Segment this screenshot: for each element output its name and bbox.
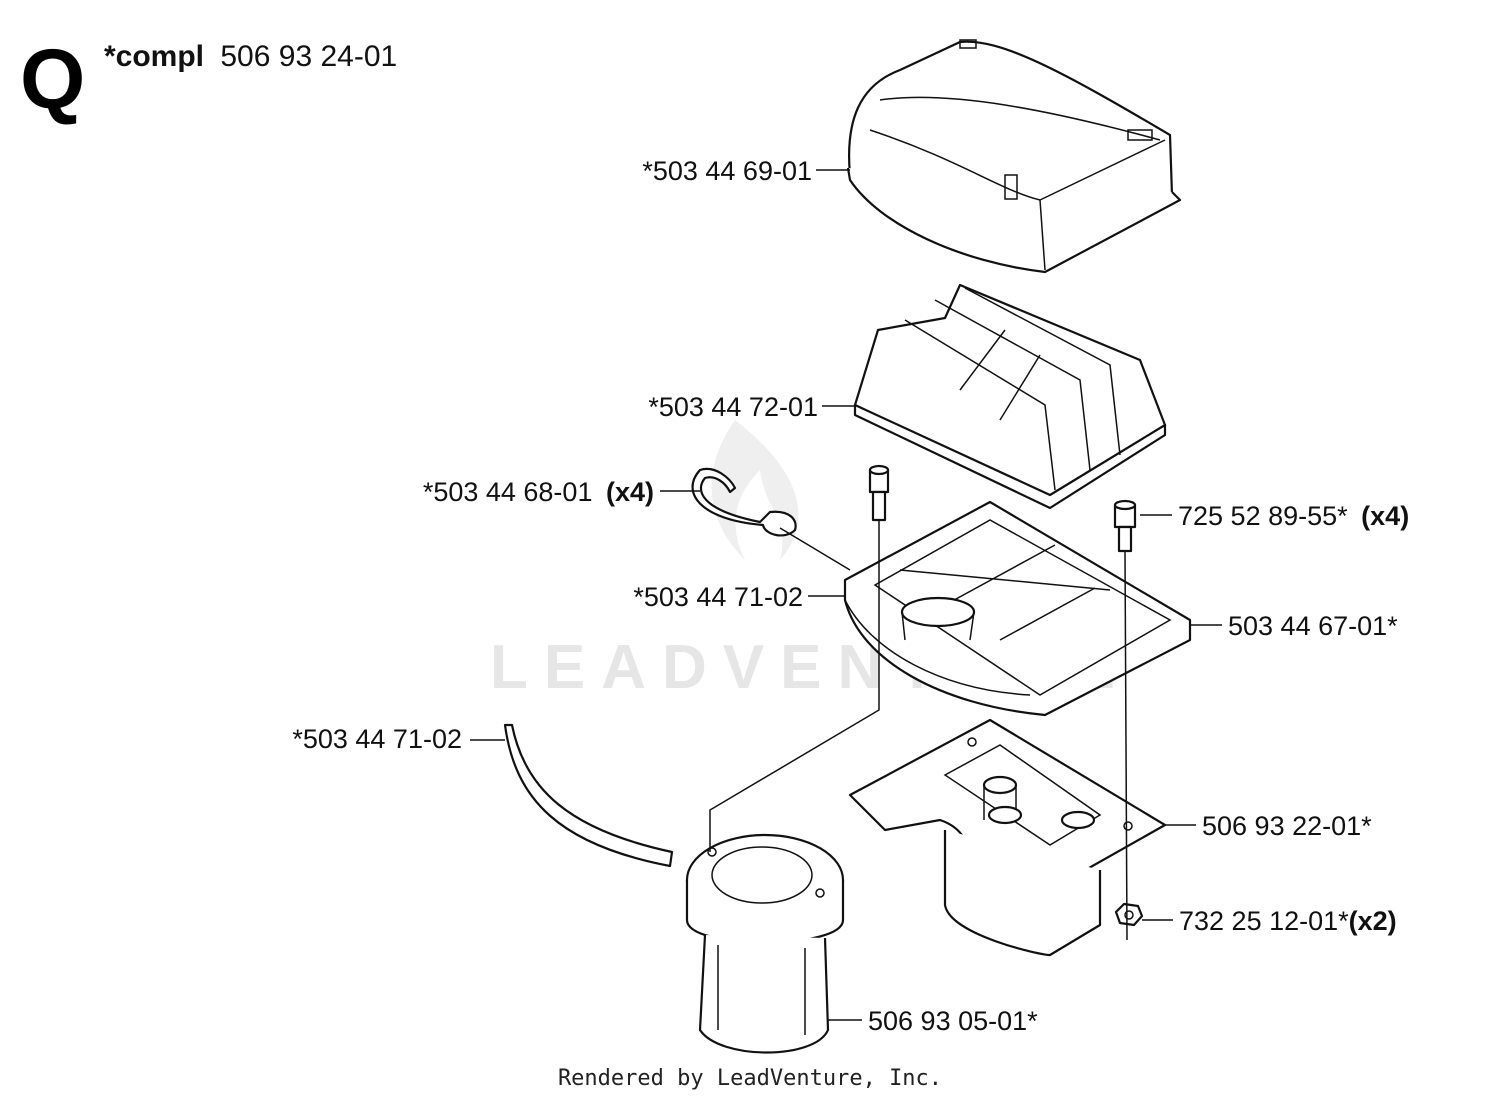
callout-number: *503 44 72-01 xyxy=(648,392,818,422)
assembly-lines xyxy=(709,520,1128,941)
callout-intake-plate: 506 93 22-01* xyxy=(1202,811,1372,841)
hex-nut xyxy=(1114,902,1144,927)
filter-holder xyxy=(843,500,1192,717)
callout-number: 506 93 22-01* xyxy=(1202,811,1372,841)
assembly-header: *compl 506 93 24-01 xyxy=(104,40,397,73)
filter-cover xyxy=(846,39,1182,274)
callout-number: *503 44 71-02 xyxy=(633,582,803,612)
callout-number: *503 44 71-02 xyxy=(292,724,462,754)
callout-number: *503 44 69-01 xyxy=(642,156,812,186)
callout-hex-nut: 732 25 12-01*(x2) xyxy=(1179,906,1397,936)
section-letter: Q xyxy=(20,32,85,126)
callout-pleated-filter: *503 44 72-01 xyxy=(648,392,818,422)
callout-screw: 725 52 89-55* (x4) xyxy=(1178,501,1409,531)
pleated-filter xyxy=(853,283,1167,510)
callout-qty: (x2) xyxy=(1349,906,1397,936)
watermark-flame-icon xyxy=(711,420,799,560)
retaining-clip xyxy=(691,467,797,537)
assembly-prefix: *compl xyxy=(104,40,204,73)
screw-right xyxy=(1113,499,1137,553)
callout-filter-holder: 503 44 67-01* xyxy=(1228,611,1398,641)
callout-filter-cover: *503 44 69-01 xyxy=(642,156,812,186)
footer-credit: Rendered by LeadVenture, Inc. xyxy=(558,1066,942,1091)
callout-retaining-clip: *503 44 68-01 (x4) xyxy=(423,477,654,507)
assembly-number: 506 93 24-01 xyxy=(220,40,397,73)
callout-seal-strip: *503 44 71-02 xyxy=(292,724,462,754)
callout-carburetor-flange: 506 93 05-01* xyxy=(868,1006,1038,1036)
callout-number: *503 44 68-01 xyxy=(423,477,593,507)
callout-number: 503 44 67-01* xyxy=(1228,611,1398,641)
rubber-seal-strip xyxy=(503,723,674,868)
callout-number: 506 93 05-01* xyxy=(868,1006,1038,1036)
carburetor-flange xyxy=(685,833,845,1054)
callout-number: 725 52 89-55* xyxy=(1178,501,1348,531)
callout-number: 732 25 12-01* xyxy=(1179,906,1349,936)
screw-left xyxy=(868,464,890,522)
leader-lines xyxy=(470,169,1222,1021)
callout-holder-seal: *503 44 71-02 xyxy=(633,582,803,612)
callout-qty: (x4) xyxy=(606,477,654,507)
intake-plate xyxy=(848,718,1167,957)
callout-qty: (x4) xyxy=(1361,501,1409,531)
